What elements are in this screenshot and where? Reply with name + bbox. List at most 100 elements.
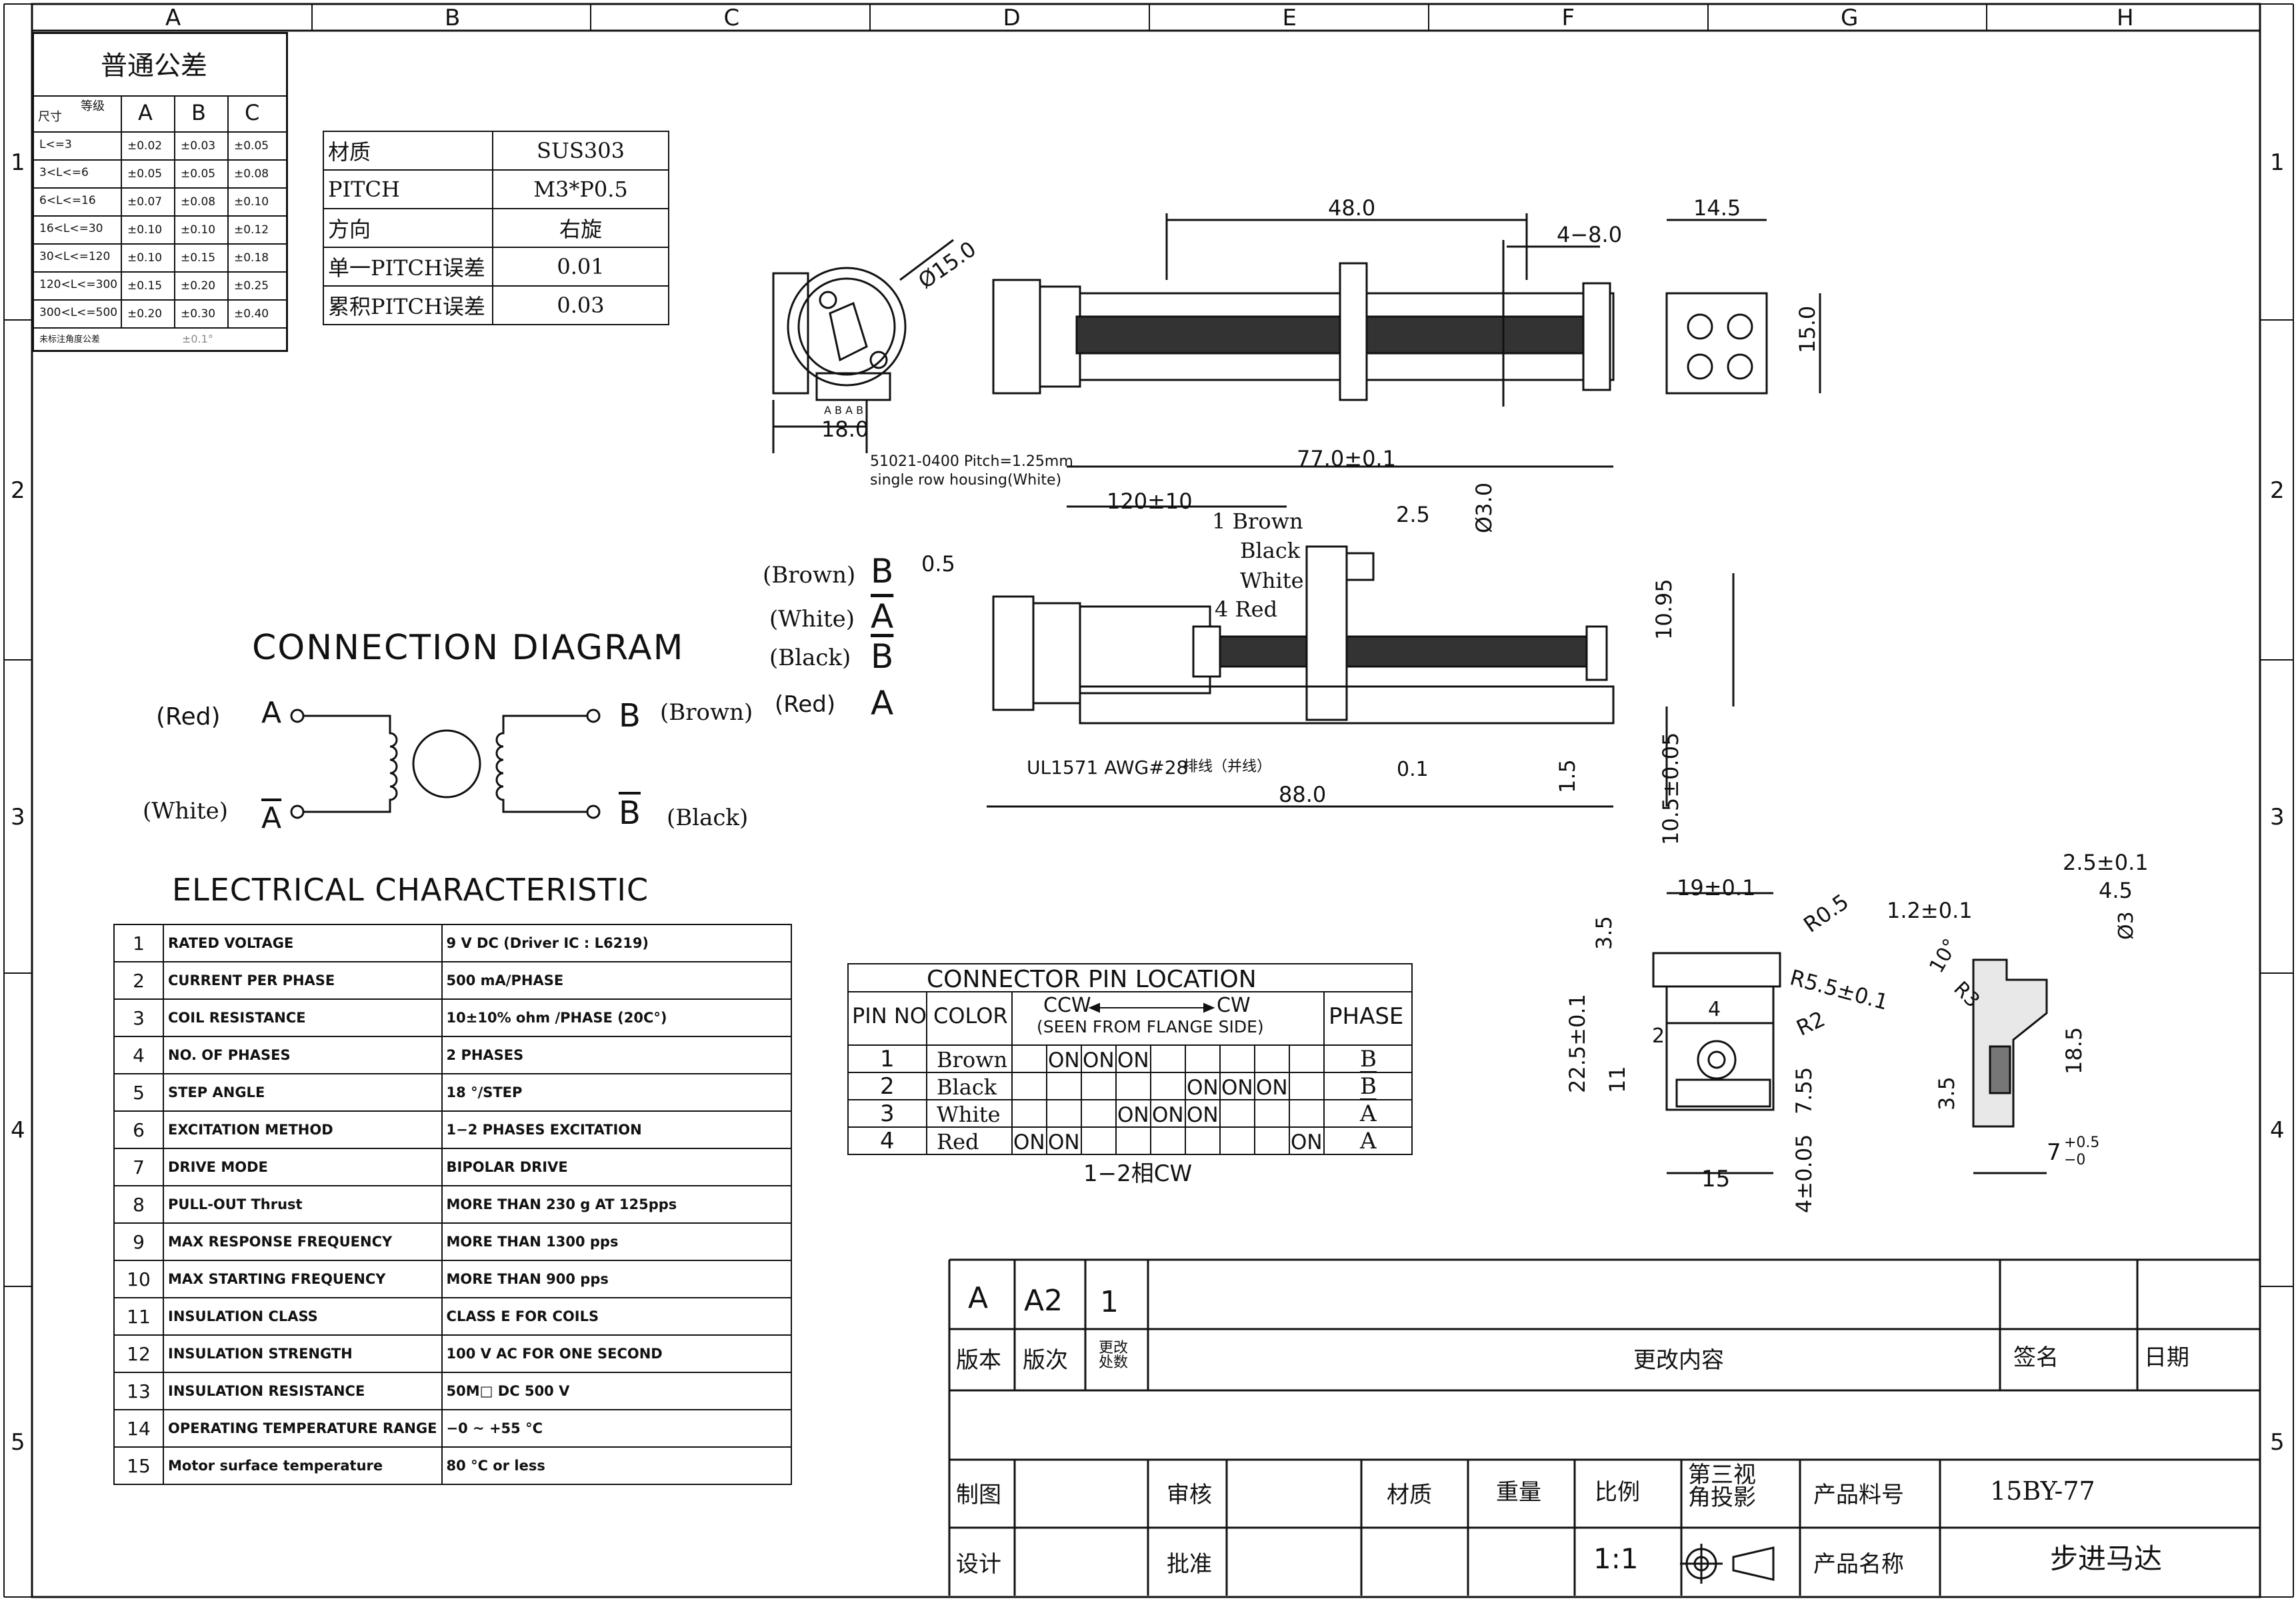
draw-label: 制图 bbox=[956, 1482, 1001, 1508]
nut-front-view bbox=[1652, 892, 1781, 1174]
material-label: 材质 bbox=[1387, 1482, 1432, 1508]
elec-no: 12 bbox=[113, 1334, 164, 1373]
spec-value: 右旋 bbox=[492, 208, 669, 248]
elec-value: 50M□ DC 500 V bbox=[441, 1372, 792, 1410]
side-view bbox=[987, 465, 1735, 808]
elec-no: 1 bbox=[113, 924, 164, 962]
coil-terminal-a-bar: A bbox=[261, 801, 282, 835]
tolerance-corner-size: 尺寸 bbox=[38, 110, 62, 124]
pin-number: 4 bbox=[880, 1128, 895, 1154]
wire-pin-label: 1 Brown bbox=[1212, 509, 1303, 534]
dim-15: 15.0 bbox=[1795, 305, 1820, 353]
connector-note-1: 51021-0400 Pitch=1.25mm bbox=[870, 453, 1073, 470]
tolerance-a: ±0.02 bbox=[127, 139, 163, 153]
dim-1-5: 1.5 bbox=[1555, 759, 1580, 793]
connector-note-2: single row housing(White) bbox=[870, 472, 1062, 489]
phase-col-header: PHASE bbox=[1329, 1003, 1404, 1030]
rev-version: A bbox=[968, 1281, 989, 1315]
elec-name: RATED VOLTAGE bbox=[163, 924, 443, 962]
seen-from-label: (SEEN FROM FLANGE SIDE) bbox=[1037, 1017, 1264, 1036]
elec-value: 1−2 PHASES EXCITATION bbox=[441, 1110, 792, 1149]
tolerance-b: ±0.03 bbox=[181, 139, 216, 153]
top-view bbox=[992, 213, 1615, 407]
elec-no: 11 bbox=[113, 1297, 164, 1336]
frame-col-label: E bbox=[1283, 5, 1297, 31]
pin-state: ON bbox=[1152, 1103, 1184, 1127]
spec-label: 单一PITCH误差 bbox=[323, 247, 493, 287]
spec-label: 方向 bbox=[323, 208, 493, 248]
product-name-label: 产品名称 bbox=[1813, 1551, 1904, 1578]
frame-row-label: 5 bbox=[11, 1429, 25, 1456]
h-sign: 签名 bbox=[2013, 1344, 2059, 1371]
tolerance-a: ±0.20 bbox=[127, 307, 163, 321]
dim-48: 48.0 bbox=[1328, 195, 1376, 221]
dim-88: 88.0 bbox=[1279, 782, 1327, 807]
tolerance-range: 120<L<=300 bbox=[39, 278, 118, 291]
elec-value: 500 mA/PHASE bbox=[441, 961, 792, 1000]
coil-label-black: (Black) bbox=[667, 804, 749, 831]
dim-22-5: 22.5±0.1 bbox=[1565, 994, 1590, 1093]
dim-7-55: 7.55 bbox=[1791, 1066, 1817, 1114]
grade-C: C bbox=[245, 100, 260, 125]
frame-row-label: 4 bbox=[2270, 1117, 2285, 1144]
wire-phase-letter: B bbox=[871, 552, 894, 591]
wire-phase-letter: B bbox=[871, 637, 894, 676]
pin-number: 3 bbox=[880, 1100, 895, 1127]
dim-10-5: 10.5±0.05 bbox=[1658, 732, 1683, 845]
dim-2-5: 2.5 bbox=[1396, 502, 1430, 527]
tolerance-c: ±0.40 bbox=[234, 307, 269, 321]
frame-row-label: 5 bbox=[2270, 1429, 2285, 1456]
drawing-frame bbox=[3, 3, 2294, 1598]
elec-name: EXCITATION METHOD bbox=[163, 1110, 443, 1149]
coil-label-red: (Red) bbox=[156, 703, 221, 731]
elec-name: INSULATION CLASS bbox=[163, 1297, 443, 1336]
product-name-value: 步进马达 bbox=[2050, 1542, 2163, 1575]
coil-terminal-b: B bbox=[619, 697, 641, 735]
review-label: 审核 bbox=[1167, 1482, 1212, 1508]
projection-label: 第三视 角投影 bbox=[1688, 1462, 1756, 1511]
dim-dia3-side: Ø3 bbox=[2115, 911, 2138, 940]
dim-3-5-side: 3.5 bbox=[1934, 1076, 1959, 1110]
dim-2-5-side: 2.5±0.1 bbox=[2063, 850, 2149, 875]
cable-note-cn: 排线（并线） bbox=[1183, 759, 1272, 775]
elec-value: BIPOLAR DRIVE bbox=[441, 1148, 792, 1186]
elec-value: CLASS E FOR COILS bbox=[441, 1297, 792, 1336]
tolerance-range: 6<L<=16 bbox=[39, 194, 96, 207]
wire-pin-label: White bbox=[1240, 568, 1304, 593]
pin-state: ON bbox=[1083, 1048, 1115, 1072]
scale-value: 1:1 bbox=[1593, 1542, 1639, 1575]
elec-name: INSULATION RESISTANCE bbox=[163, 1372, 443, 1410]
spec-value: 0.01 bbox=[492, 247, 669, 287]
elec-no: 3 bbox=[113, 998, 164, 1037]
h-date: 日期 bbox=[2144, 1344, 2189, 1371]
scale-label: 比例 bbox=[1595, 1479, 1640, 1506]
tolerance-range: 3<L<=6 bbox=[39, 166, 89, 179]
pin-phase: B bbox=[1360, 1046, 1377, 1072]
pin-state: ON bbox=[1013, 1130, 1045, 1154]
elec-no: 7 bbox=[113, 1148, 164, 1186]
tolerance-c: ±0.10 bbox=[234, 195, 269, 209]
pin-state: ON bbox=[1256, 1076, 1288, 1100]
wire-color-label: (Brown) bbox=[763, 562, 856, 589]
connection-diagram-title: CONNECTION DIAGRAM bbox=[252, 628, 685, 668]
elec-name: STEP ANGLE bbox=[163, 1073, 443, 1112]
frame-row-label: 3 bbox=[2270, 804, 2285, 830]
frame-row-label: 3 bbox=[11, 804, 25, 830]
tolerance-c: ±0.12 bbox=[234, 223, 269, 237]
wire-pin-label: Black bbox=[1240, 538, 1301, 563]
tolerance-c: ±0.25 bbox=[234, 279, 269, 293]
frame-row-label: 2 bbox=[2270, 477, 2285, 504]
dim-18-5: 18.5 bbox=[2061, 1026, 2087, 1074]
frame-row-label: 4 bbox=[11, 1117, 25, 1144]
angle-tolerance-value: ±0.1° bbox=[182, 333, 213, 345]
part-no-value: 15BY-77 bbox=[1990, 1476, 2095, 1506]
elec-no: 15 bbox=[113, 1446, 164, 1485]
frame-col-label: H bbox=[2117, 5, 2134, 31]
spec-value: M3*P0.5 bbox=[492, 169, 669, 209]
design-label: 设计 bbox=[956, 1551, 1001, 1578]
dim-0-5: 0.5 bbox=[921, 551, 955, 577]
tolerance-a: ±0.07 bbox=[127, 195, 163, 209]
pin-state: ON bbox=[1048, 1048, 1080, 1072]
